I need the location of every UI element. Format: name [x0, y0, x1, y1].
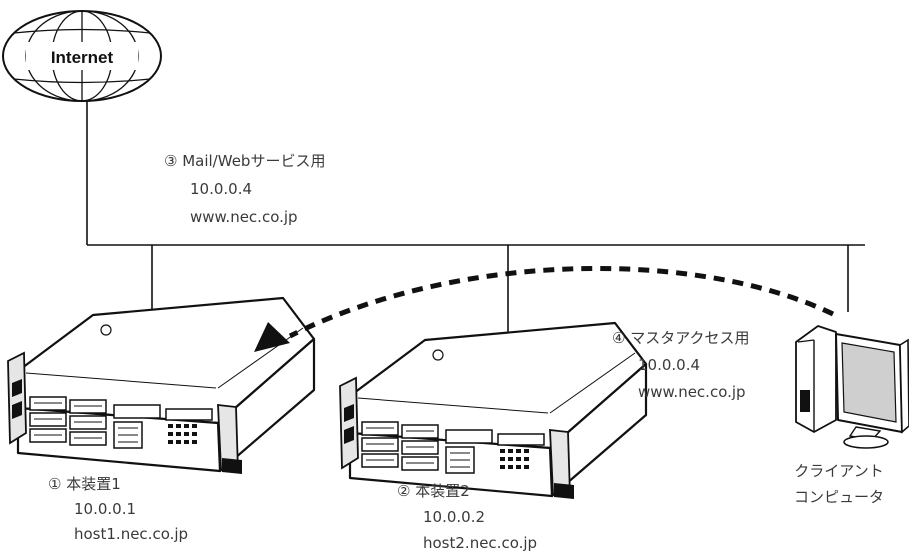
- client-label: クライアント コンピュータ: [794, 458, 884, 510]
- server-1-host: host1.nec.co.jp: [74, 525, 189, 543]
- master-access-arrow: [288, 266, 835, 339]
- server-2-icon: [338, 321, 648, 501]
- server-2-label: ② 本装置2 10.0.0.2 host2.nec.co.jp: [397, 482, 537, 553]
- master-label: ④ マスタアクセス用 10.0.0.4 www.nec.co.jp: [612, 329, 749, 402]
- service-ip: 10.0.0.4: [190, 180, 253, 198]
- internet-globe-icon: Internet: [2, 10, 162, 102]
- service-label: ③ Mail/Webサービス用 10.0.0.4 www.nec.co.jp: [164, 152, 325, 227]
- master-host: www.nec.co.jp: [638, 383, 746, 401]
- client-computer-icon: [795, 325, 909, 449]
- server-1-title: ① 本装置1: [48, 475, 121, 493]
- service-host: www.nec.co.jp: [190, 208, 298, 226]
- server-2-ip: 10.0.0.2: [423, 508, 486, 526]
- server-2-host: host2.nec.co.jp: [423, 534, 538, 552]
- internet-label: Internet: [51, 48, 114, 67]
- client-line-2: コンピュータ: [794, 488, 885, 506]
- client-line-1: クライアント: [794, 462, 884, 480]
- arrowhead-icon: [254, 322, 290, 352]
- network-lines: [86, 87, 865, 336]
- master-ip: 10.0.0.4: [638, 356, 701, 374]
- server-1-ip: 10.0.0.1: [74, 500, 137, 518]
- server-2-title: ② 本装置2: [397, 482, 470, 500]
- master-title: ④ マスタアクセス用: [612, 329, 750, 347]
- service-title: ③ Mail/Webサービス用: [164, 152, 326, 170]
- server-1-label: ① 本装置1 10.0.0.1 host1.nec.co.jp: [48, 475, 188, 544]
